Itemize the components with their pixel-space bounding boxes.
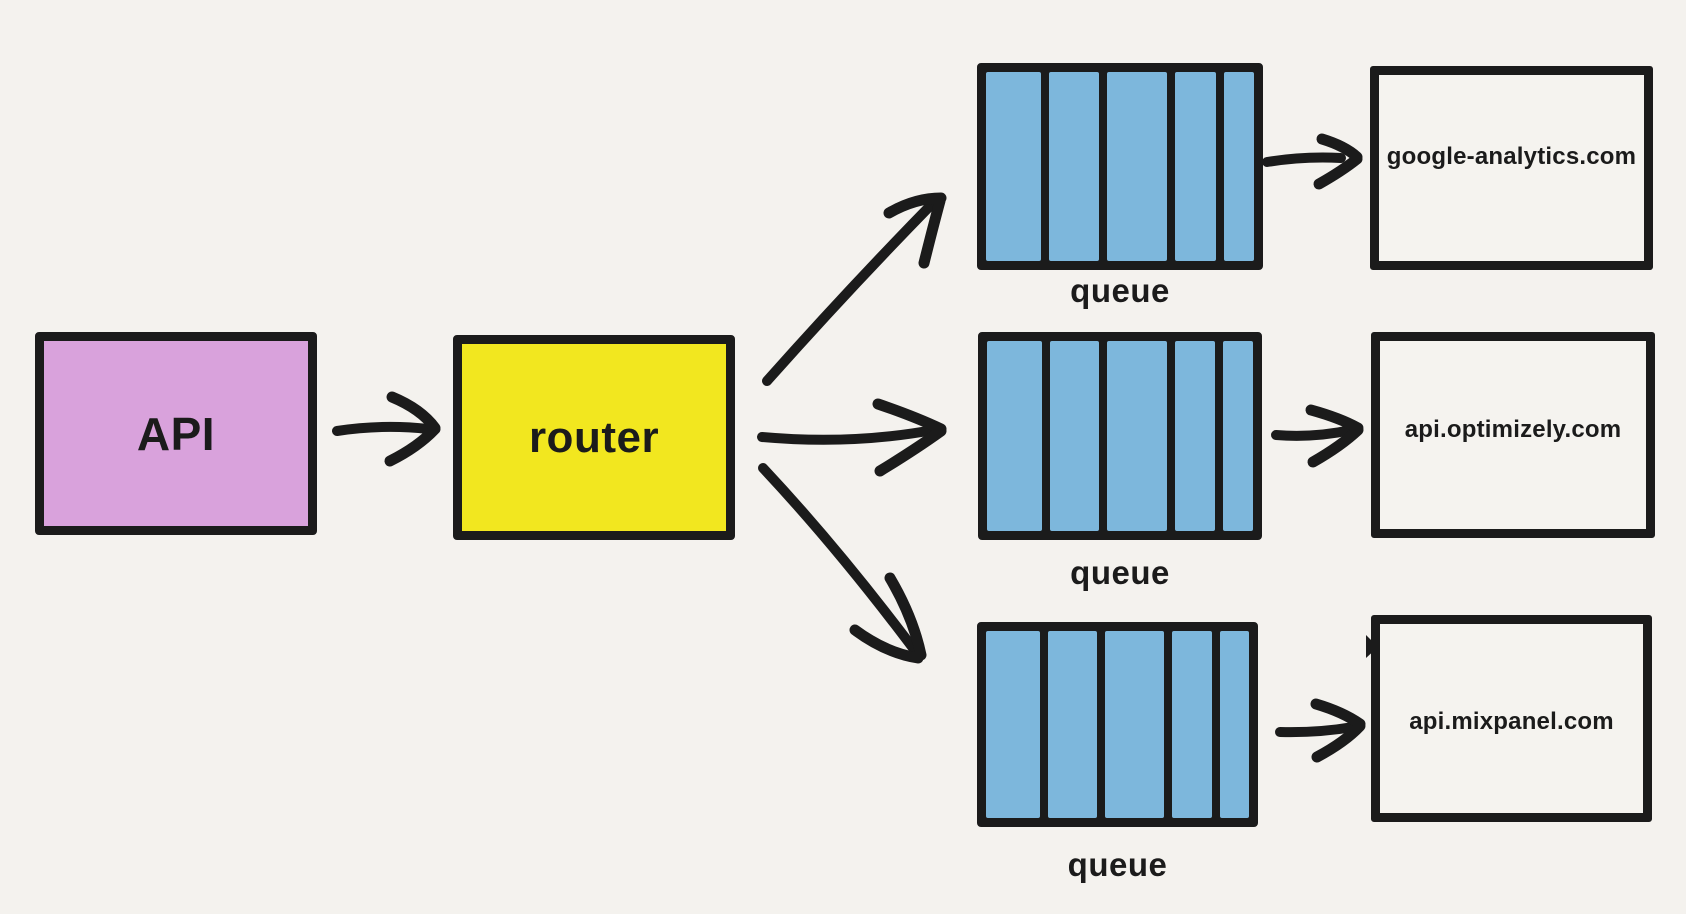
arrow-router-to-queue-middle — [757, 398, 947, 477]
queue-cell — [1047, 631, 1097, 818]
queue-cell — [1104, 631, 1164, 818]
queue-cell — [1107, 341, 1167, 531]
destination-mixpanel: api.mixpanel.com — [1371, 615, 1652, 822]
arrow-api-to-router — [332, 391, 441, 467]
queue-cell — [1219, 631, 1249, 818]
destination-google-analytics: google-analytics.com — [1370, 66, 1653, 270]
destination-optimizely: api.optimizely.com — [1371, 332, 1655, 538]
queue-cell — [1049, 72, 1099, 261]
arrow-queue-to-mixpanel — [1275, 698, 1366, 763]
api-node: API — [35, 332, 317, 535]
arrow-queue-to-optimizely — [1271, 404, 1364, 468]
arrow-router-to-queue-top — [762, 192, 947, 386]
queue-cell — [986, 631, 1040, 818]
queue-label: queue — [1070, 272, 1170, 309]
queue-cell — [1049, 341, 1100, 531]
queue-cell — [1107, 72, 1167, 261]
destination-label: api.mixpanel.com — [1409, 707, 1614, 735]
router-node: router — [453, 335, 735, 540]
queue-cell — [987, 341, 1042, 531]
queue-box — [978, 332, 1262, 540]
queue-cell — [986, 72, 1041, 261]
router-node-label: router — [528, 412, 660, 462]
queue-cell — [1171, 631, 1212, 818]
arrow-queue-to-google-analytics — [1262, 133, 1363, 190]
arrow-router-to-queue-bottom — [758, 463, 927, 664]
queue-box — [977, 622, 1258, 827]
queue-cell — [1223, 341, 1253, 531]
queue-cell — [1175, 72, 1216, 261]
queue-cell — [1224, 72, 1254, 261]
queue-label: queue — [1070, 554, 1170, 591]
queue-label: queue — [1067, 846, 1168, 883]
destination-label: api.optimizely.com — [1404, 416, 1622, 443]
queue-box — [977, 63, 1263, 270]
api-node-label: API — [136, 407, 216, 460]
destination-label: google-analytics.com — [1386, 143, 1637, 170]
queue-cell — [1174, 341, 1216, 531]
